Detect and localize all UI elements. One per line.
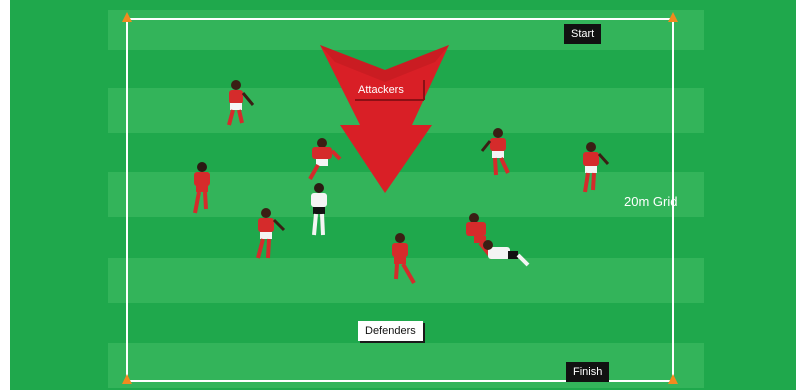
defenders-label: Defenders — [358, 321, 423, 341]
grid-size-label: 20m Grid — [624, 194, 677, 209]
finish-label: Finish — [566, 362, 609, 382]
attackers-label: Attackers — [358, 84, 404, 96]
start-label: Start — [564, 24, 601, 44]
